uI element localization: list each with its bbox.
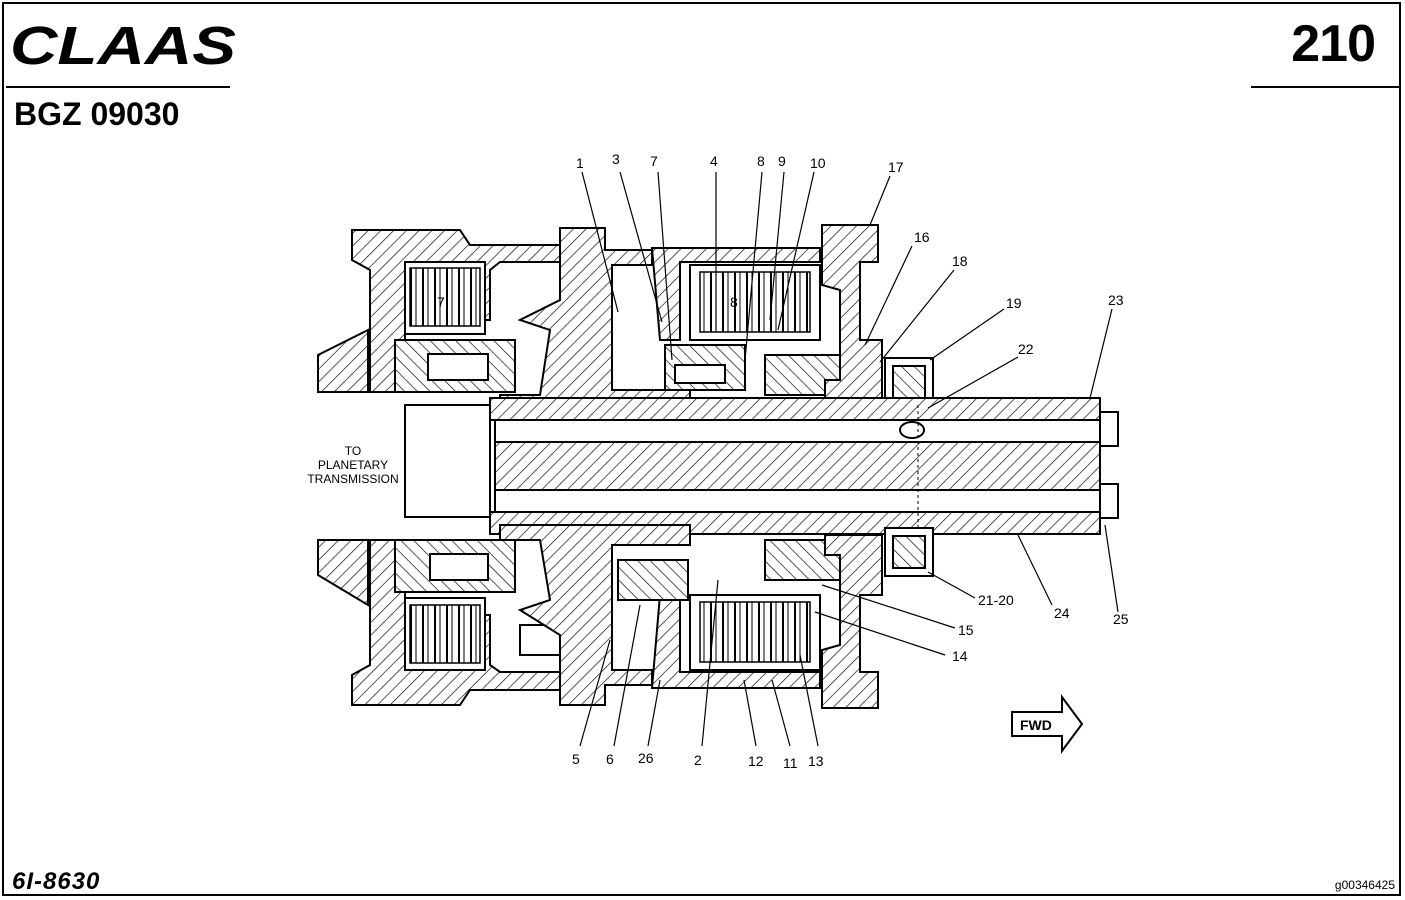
section-label-8: 8	[730, 294, 738, 310]
planetary-note: TO PLANETARY TRANSMISSION	[307, 444, 398, 486]
right-flange-lower	[821, 527, 934, 709]
callout-7: 7	[650, 153, 658, 169]
center-housing-upper	[499, 227, 871, 411]
callout-5: 5	[572, 751, 580, 767]
callout-2: 2	[694, 752, 702, 768]
claas-logo: CLAAS	[10, 16, 236, 76]
callout-8: 8	[757, 153, 765, 169]
main-shaft	[404, 397, 1119, 535]
callout-24: 24	[1054, 605, 1070, 621]
image-id: g00346425	[1334, 878, 1395, 892]
section-label-7: 7	[437, 294, 445, 310]
callout-26: 26	[638, 750, 654, 766]
callout-22: 22	[1018, 341, 1034, 357]
callout-12: 12	[748, 753, 764, 769]
logo-underline	[6, 86, 230, 88]
callouts-bottom: 5 6 26 2 12 11 13 14 15 21-20 24 25	[572, 592, 1129, 771]
page-number-underline	[1251, 86, 1399, 88]
callout-4: 4	[710, 153, 718, 169]
drawing-code: 6I-8630	[12, 868, 101, 895]
callout-11: 11	[783, 755, 798, 771]
callout-3: 3	[612, 151, 620, 167]
callout-16: 16	[914, 229, 930, 245]
document-code: BGZ 09030	[14, 96, 180, 132]
callout-17: 17	[888, 159, 904, 175]
callout-25: 25	[1113, 611, 1129, 627]
callout-21-20: 21-20	[978, 592, 1014, 608]
forward-direction-arrow: FWD	[1011, 693, 1084, 755]
callout-14: 14	[952, 648, 968, 664]
note-line-2: PLANETARY	[318, 458, 388, 472]
page-number: 210	[1291, 15, 1376, 73]
callout-18: 18	[952, 253, 968, 269]
callout-9: 9	[778, 153, 786, 169]
callout-19: 19	[1006, 295, 1022, 311]
callout-1: 1	[576, 155, 584, 171]
callout-13: 13	[808, 753, 824, 769]
note-line-3: TRANSMISSION	[307, 472, 398, 486]
callout-6: 6	[606, 751, 614, 767]
note-line-1: TO	[345, 444, 361, 458]
callout-15: 15	[958, 622, 974, 638]
callouts-top: 1 3 7 4 8 9 10 17 16 18 19 22 23	[576, 151, 1124, 357]
leader-lines	[579, 171, 1119, 747]
callout-23: 23	[1108, 292, 1124, 308]
callout-10: 10	[810, 155, 826, 171]
brand-logo-text: CLAAS	[10, 16, 236, 76]
left-housing-upper	[317, 229, 561, 393]
fwd-label: FWD	[1020, 717, 1052, 733]
